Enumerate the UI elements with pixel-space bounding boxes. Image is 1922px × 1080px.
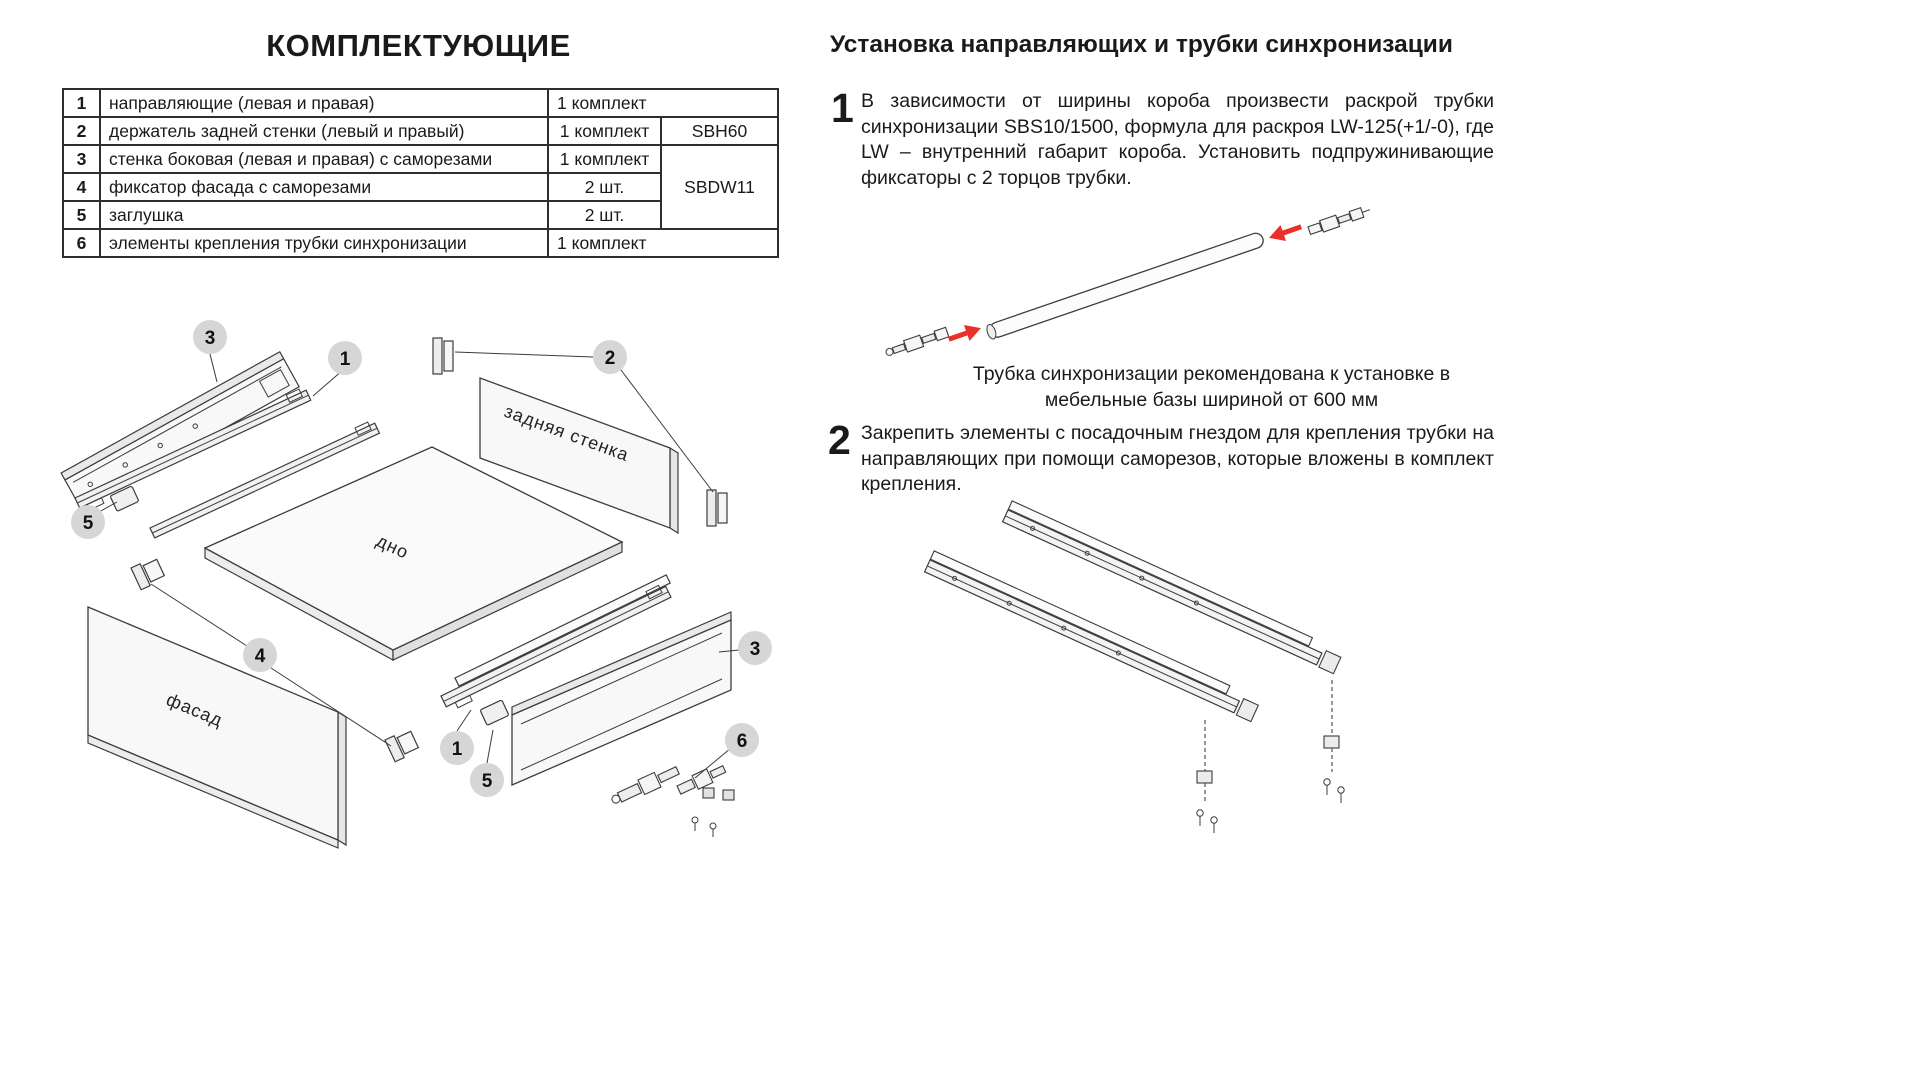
mounting-projection-right xyxy=(1323,680,1345,803)
callout-rail-bottom: 1 xyxy=(440,709,474,765)
drawer-rail-bottom-b xyxy=(454,574,671,687)
tube-clip xyxy=(722,789,735,801)
part-number-cell: 2 xyxy=(62,116,101,146)
drawer-slide-left xyxy=(923,550,1260,723)
red-arrow-left-icon xyxy=(1269,224,1303,242)
tube-note: Трубка синхронизации рекомендована к уст… xyxy=(972,363,1451,411)
red-arrow-right-icon xyxy=(947,324,981,342)
part-qty-cell: 1 комплект xyxy=(547,144,662,174)
part-number-cell: 3 xyxy=(62,144,101,174)
part-name-cell: заглушка xyxy=(99,200,549,230)
installation-title: Установка направляющих и трубки синхрони… xyxy=(830,31,1453,58)
table-row: 6 элементы крепления трубки синхронизаци… xyxy=(62,228,779,258)
part-name-cell: фиксатор фасада с саморезами xyxy=(99,172,549,202)
part-number-cell: 5 xyxy=(62,200,101,230)
screw-icon xyxy=(709,822,717,837)
drawer-slide-right xyxy=(1001,500,1342,675)
mount-clip xyxy=(1323,735,1340,749)
table-row: 3 стенка боковая (левая и правая) с само… xyxy=(62,144,779,230)
svg-text:1: 1 xyxy=(340,349,351,370)
svg-text:3: 3 xyxy=(205,328,216,349)
table-row: 5 заглушка 2 шт. xyxy=(62,200,778,230)
part-name-cell: элементы крепления трубки синхронизации xyxy=(99,228,549,258)
step-1-text: В зависимости от ширины короба произвест… xyxy=(861,90,1494,189)
step-2-text: Закрепить элементы с посадочным гнездом … xyxy=(861,422,1494,495)
table-row: 4 фиксатор фасада с саморезами 2 шт. xyxy=(62,172,778,202)
svg-text:3: 3 xyxy=(750,639,761,660)
callout-plug-bottom: 5 xyxy=(470,729,504,797)
back-wall-holder-right xyxy=(706,489,728,527)
drawer-rail-bottom xyxy=(440,584,672,709)
table-row: 1 направляющие (левая и правая) 1 компле… xyxy=(62,88,779,118)
screw-icon xyxy=(691,816,699,831)
svg-text:1: 1 xyxy=(452,739,463,760)
part-number-cell: 6 xyxy=(62,228,101,258)
facade-fixator-right xyxy=(384,730,420,763)
svg-text:5: 5 xyxy=(83,513,94,534)
screw-icon xyxy=(1337,786,1345,803)
components-table: 1 направляющие (левая и правая) 1 компле… xyxy=(62,88,779,258)
part-number-cell: 1 xyxy=(62,88,101,118)
sync-connector-a xyxy=(611,766,680,804)
screw-icon xyxy=(1210,816,1218,833)
screw-icon xyxy=(1323,778,1331,795)
side-panel-right xyxy=(511,611,732,786)
exploded-drawer-diagram: задняя стенка дно фасад xyxy=(60,320,772,849)
part-qty-cell: 2 шт. xyxy=(547,172,662,202)
slides-mounting-diagram xyxy=(923,500,1345,833)
mount-clip xyxy=(1196,770,1213,784)
callout-side-panel: 3 xyxy=(193,320,227,383)
callout-fixator: 4 xyxy=(150,583,392,747)
tube-end-fitting-left xyxy=(885,326,950,356)
part-qty-cell: 1 комплект xyxy=(547,116,662,146)
tube-end-fitting-right xyxy=(1307,206,1370,236)
part-name-cell: стенка боковая (левая и правая) с саморе… xyxy=(99,144,549,174)
step-2-number: 2 xyxy=(828,417,851,463)
tube-clip xyxy=(702,787,715,799)
mounting-projection-left xyxy=(1196,720,1218,833)
bottom-panel: дно xyxy=(203,446,624,662)
part-qty-cell: 2 шт. xyxy=(547,200,662,230)
part-name-cell: направляющие (левая и правая) xyxy=(99,88,549,118)
facade-fixator-left xyxy=(130,558,166,591)
callout-side-panel-right: 3 xyxy=(718,631,772,665)
callout-sync: 6 xyxy=(694,723,759,779)
screw-icon xyxy=(1196,809,1204,826)
back-wall-holder-left xyxy=(432,337,454,375)
part-code-cell: SBDW11 xyxy=(660,144,779,230)
facade-panel: фасад xyxy=(87,606,347,849)
svg-text:4: 4 xyxy=(255,646,266,667)
sync-tube-diagram xyxy=(885,206,1370,356)
sync-connector-b xyxy=(676,765,727,795)
callout-plug-top: 5 xyxy=(71,501,118,539)
plug-bottom xyxy=(480,699,509,726)
sync-mount-elements xyxy=(611,765,735,837)
part-qty-cell: 1 комплект xyxy=(547,88,779,118)
svg-text:2: 2 xyxy=(605,348,616,369)
callout-holder: 2 xyxy=(454,340,714,493)
part-qty-cell: 1 комплект xyxy=(547,228,779,258)
step-1-number: 1 xyxy=(831,85,854,131)
part-code-cell: SBH60 xyxy=(660,116,779,146)
table-row: 2 держатель задней стенки (левый и правы… xyxy=(62,116,779,146)
components-title: КОМПЛЕКТУЮЩИЕ xyxy=(266,28,571,63)
svg-text:5: 5 xyxy=(482,771,493,792)
part-number-cell: 4 xyxy=(62,172,101,202)
part-name-cell: держатель задней стенки (левый и правый) xyxy=(99,116,549,146)
svg-text:6: 6 xyxy=(737,731,748,752)
sync-tube xyxy=(986,232,1264,340)
callout-rail-top: 1 xyxy=(312,341,362,397)
drawer-rail-top-b xyxy=(149,421,381,539)
